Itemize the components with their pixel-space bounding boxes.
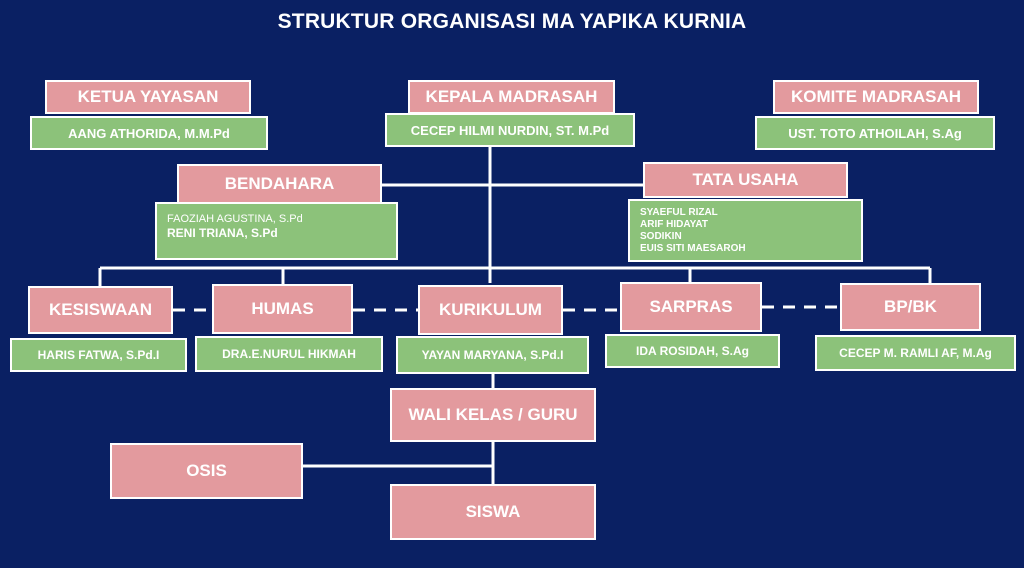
tata-usaha-name-3: SODIKIN bbox=[640, 231, 682, 242]
tata-usaha-box: TATA USAHA bbox=[643, 162, 848, 198]
sarpras-name: IDA ROSIDAH, S.Ag bbox=[605, 334, 780, 368]
bpbk-box: BP/BK bbox=[840, 283, 981, 331]
bpbk-name: CECEP M. RAMLI AF, M.Ag bbox=[815, 335, 1016, 371]
kesiswaan-box: KESISWAAN bbox=[28, 286, 173, 334]
siswa-box: SISWA bbox=[390, 484, 596, 540]
kurikulum-name: YAYAN MARYANA, S.Pd.I bbox=[396, 336, 589, 374]
bendahara-names: FAOZIAH AGUSTINA, S.Pd RENI TRIANA, S.Pd bbox=[155, 202, 398, 260]
tata-usaha-name-1: SYAEFUL RIZAL bbox=[640, 207, 718, 218]
bendahara-box: BENDAHARA bbox=[177, 164, 382, 204]
komite-madrasah-box: KOMITE MADRASAH bbox=[773, 80, 979, 114]
tata-usaha-name-4: EUIS SITI MAESAROH bbox=[640, 243, 746, 254]
tata-usaha-names: SYAEFUL RIZAL ARIF HIDAYAT SODIKIN EUIS … bbox=[628, 199, 863, 262]
ketua-yayasan-box: KETUA YAYASAN bbox=[45, 80, 251, 114]
osis-box: OSIS bbox=[110, 443, 303, 499]
kepala-madrasah-box: KEPALA MADRASAH bbox=[408, 80, 615, 114]
ketua-yayasan-name: AANG ATHORIDA, M.M.Pd bbox=[30, 116, 268, 150]
komite-madrasah-name: UST. TOTO ATHOILAH, S.Ag bbox=[755, 116, 995, 150]
sarpras-box: SARPRAS bbox=[620, 282, 762, 332]
bendahara-name-2: RENI TRIANA, S.Pd bbox=[167, 226, 278, 240]
wali-kelas-box: WALI KELAS / GURU bbox=[390, 388, 596, 442]
kepala-madrasah-name: CECEP HILMI NURDIN, ST. M.Pd bbox=[385, 113, 635, 147]
chart-title: STRUKTUR ORGANISASI MA YAPIKA KURNIA bbox=[277, 10, 747, 33]
kurikulum-box: KURIKULUM bbox=[418, 285, 563, 335]
humas-box: HUMAS bbox=[212, 284, 353, 334]
kesiswaan-name: HARIS FATWA, S.Pd.I bbox=[10, 338, 187, 372]
tata-usaha-name-2: ARIF HIDAYAT bbox=[640, 219, 708, 230]
humas-name: DRA.E.NURUL HIKMAH bbox=[195, 336, 383, 372]
bendahara-name-1: FAOZIAH AGUSTINA, S.Pd bbox=[167, 213, 303, 225]
